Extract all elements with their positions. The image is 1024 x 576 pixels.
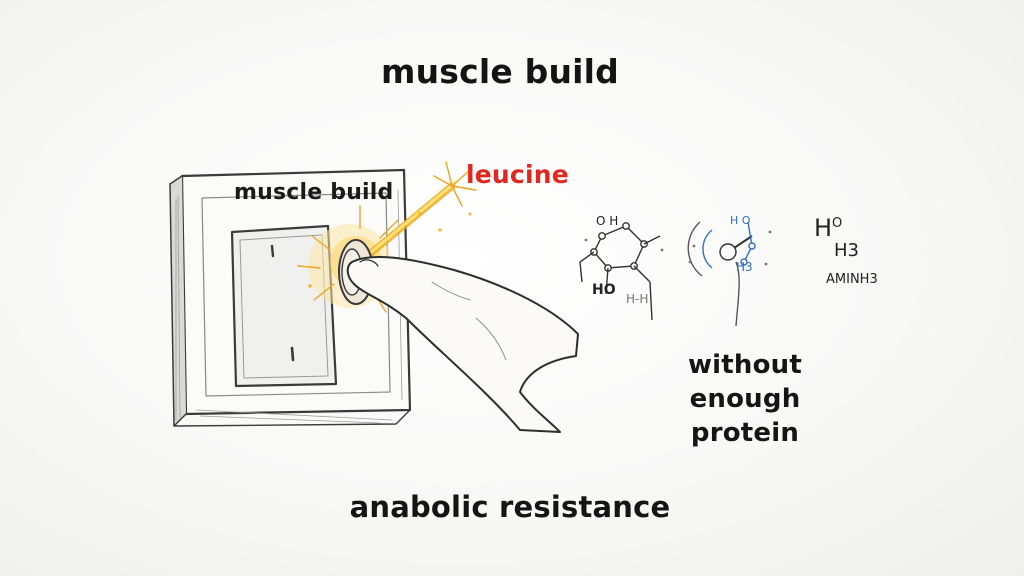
switch-label: muscle build — [234, 180, 393, 205]
formula-main: HO — [814, 214, 842, 242]
formula-superscript: O — [832, 216, 842, 231]
formula-subscript: H3 — [834, 240, 859, 261]
bottom-label: anabolic resistance — [0, 490, 1020, 524]
protein-caption-line1: without enough — [640, 348, 850, 416]
ring-side-label: H-H — [626, 292, 648, 306]
ring-top-label: O H — [596, 214, 618, 228]
protein-caption: without enough protein — [640, 348, 850, 450]
leucine-label: leucine — [466, 160, 569, 189]
central-molecule — [585, 222, 772, 326]
center-top-label: H O — [730, 214, 750, 227]
formula-amine: AMINH3 — [826, 272, 878, 287]
switch-mark-bottom — [292, 348, 293, 360]
protein-caption-line2: protein — [640, 416, 850, 450]
ring-bottom-label: HO — [592, 282, 616, 298]
formula-main-letter: H — [814, 214, 832, 242]
diagram-title: muscle build — [0, 52, 1000, 91]
switch-mark-top — [272, 246, 273, 256]
center-bottom-label: H3 — [736, 260, 753, 274]
